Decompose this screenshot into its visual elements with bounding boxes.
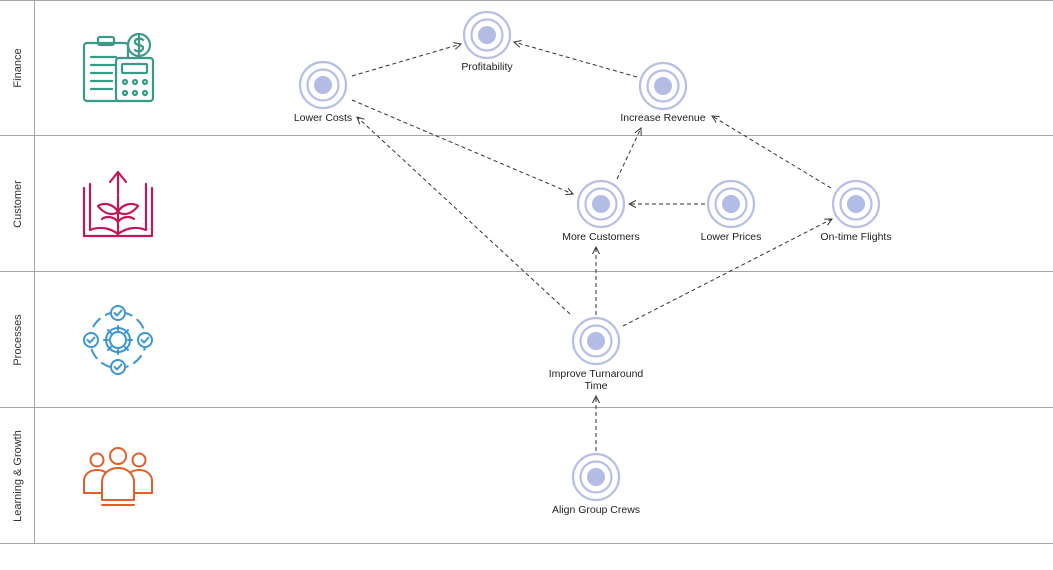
people-group-icon [83,447,153,506]
process-gear-icon [83,305,153,375]
customer-book-plant-icon [82,170,154,238]
swimlanes: Finance Customer Processes Learning & Gr… [0,0,1053,544]
lane-label-finance: Finance [12,48,24,87]
edge-ontime-flights-to-increase-revenue [712,116,832,189]
lane-label-customer: Customer [12,180,24,228]
node-profitability[interactable]: Profitability [461,10,513,73]
node-label-align-group-crews: Align Group Crews [552,504,640,516]
node-improve-turnaround[interactable]: Improve Turnaround Time [549,316,644,392]
node-label-more-customers: More Customers [562,231,640,243]
node-label-increase-revenue: Increase Revenue [620,112,705,124]
node-increase-revenue[interactable]: Increase Revenue [620,61,706,124]
edge-lower-costs-to-profitability [351,44,461,77]
edge-increase-revenue-to-profitability [514,42,638,78]
edge-lower-costs-to-more-customers [351,99,573,194]
node-label-ontime-flights: On-time Flights [820,231,891,243]
node-label-improve-turnaround-line2: Time [585,380,608,392]
node-lower-costs[interactable]: Lower Costs [294,60,352,124]
node-label-improve-turnaround-line1: Improve Turnaround [549,368,644,380]
edge-improve-turnaround-to-lower-costs [357,117,571,315]
node-align-group-crews[interactable]: Align Group Crews [552,452,640,516]
edges-layer [351,42,832,451]
edge-more-customers-to-increase-revenue [616,128,641,180]
finance-calculator-icon [82,32,155,103]
node-lower-prices[interactable]: Lower Prices [701,179,762,243]
node-label-lower-costs: Lower Costs [294,112,352,124]
node-label-lower-prices: Lower Prices [701,231,762,243]
node-label-profitability: Profitability [461,61,513,73]
lane-label-learning-growth: Learning & Growth [12,430,24,522]
lane-label-processes: Processes [12,314,24,366]
node-ontime-flights[interactable]: On-time Flights [820,179,892,243]
node-more-customers[interactable]: More Customers [562,179,640,243]
